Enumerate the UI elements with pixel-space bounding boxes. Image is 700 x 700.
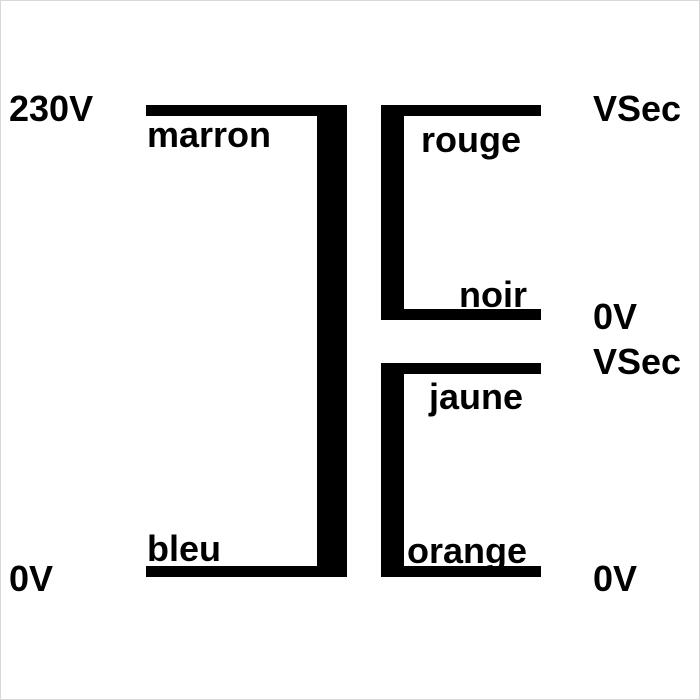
secondary2-bottom-lead-line [381, 566, 541, 577]
secondary2-winding-bar [381, 363, 404, 577]
secondary1-voltage-label: VSec [593, 88, 682, 129]
primary-bottom-lead-line [146, 566, 347, 577]
secondary1-winding-bar [381, 105, 404, 320]
secondary2-voltage-label: VSec [593, 341, 682, 382]
primary-top-lead-line [146, 105, 347, 116]
secondary1-bottom-wire-label: noir [459, 274, 527, 315]
primary-top-wire-label: marron [147, 114, 272, 155]
secondary1-bottom-lead-line [381, 309, 541, 320]
secondary1-top-wire-label: rouge [421, 119, 522, 160]
primary-bottom-wire-label: bleu [147, 528, 222, 569]
primary-zero-volt-label: 0V [9, 558, 54, 599]
secondary2-zero-volt-label: 0V [593, 558, 638, 599]
secondary1-top-lead-line [381, 105, 541, 116]
primary-winding-bar [317, 105, 347, 577]
primary-voltage-label: 230V [9, 88, 94, 129]
secondary1-zero-volt-label: 0V [593, 296, 638, 337]
secondary2-bottom-wire-label: orange [407, 530, 528, 571]
secondary2-top-wire-label: jaune [429, 376, 524, 417]
secondary2-top-lead-line [381, 363, 541, 374]
